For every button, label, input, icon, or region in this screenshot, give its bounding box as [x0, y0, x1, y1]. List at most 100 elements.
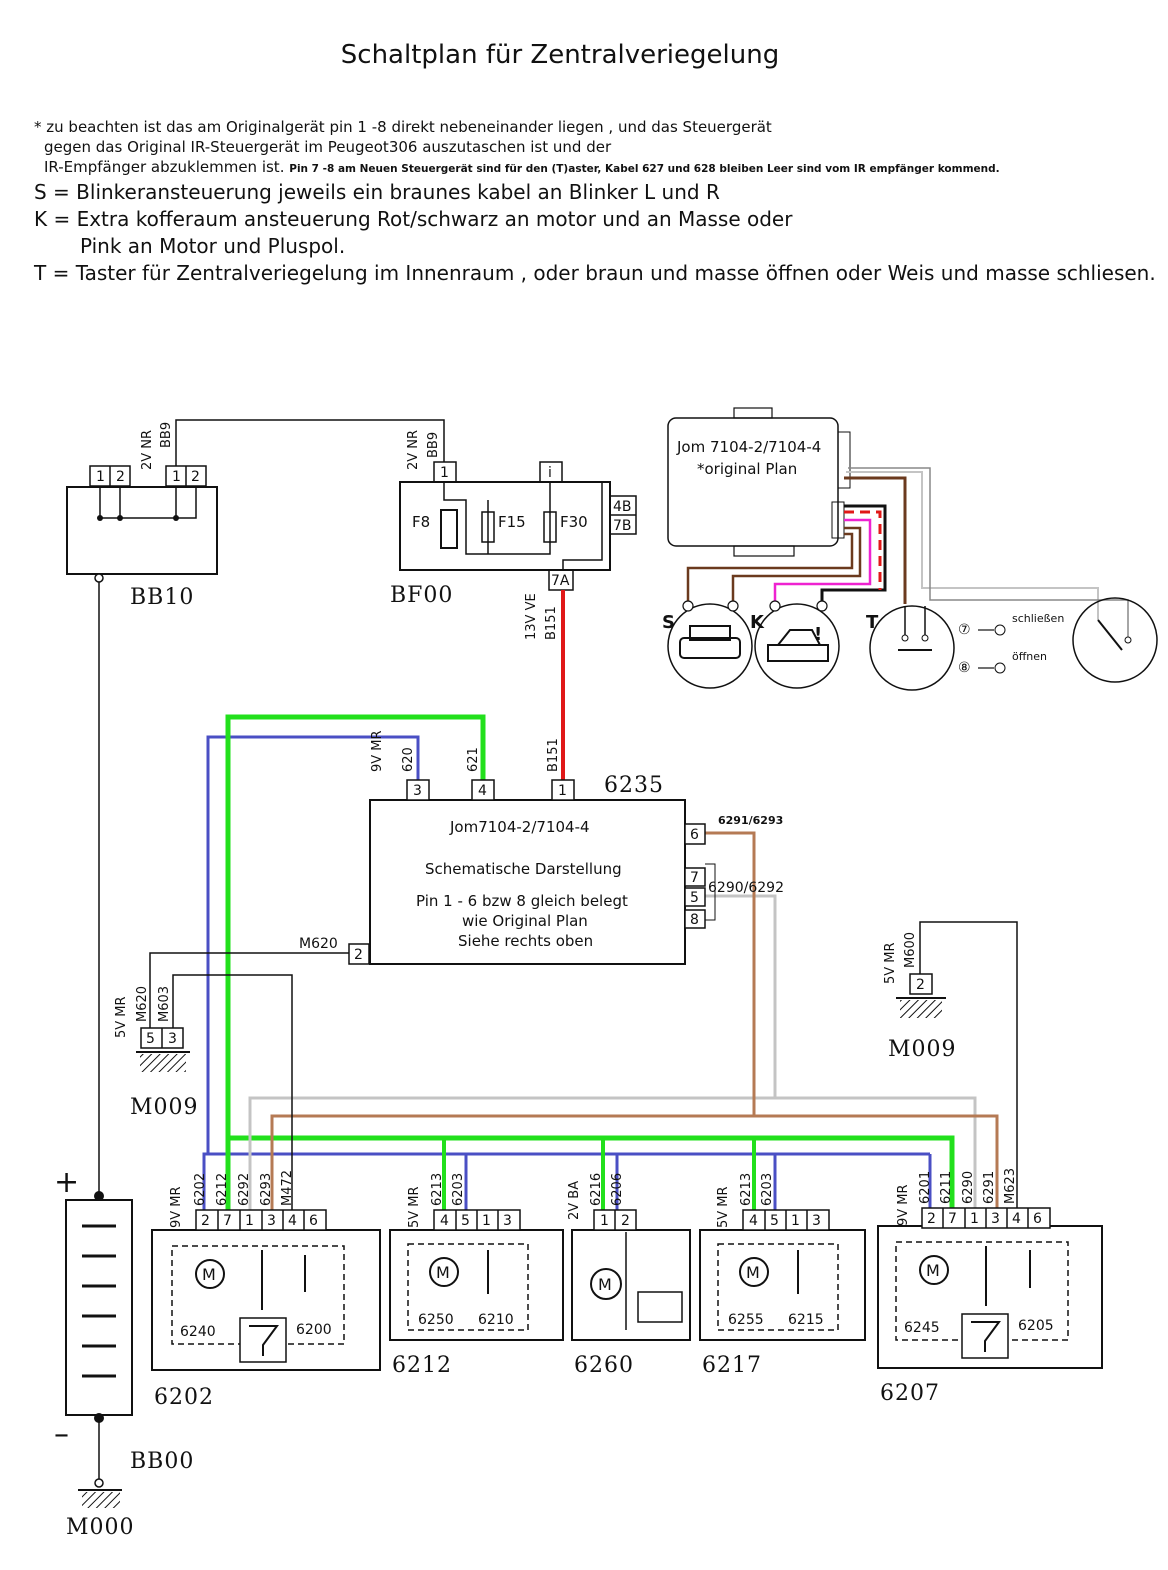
orig-label-k: K: [750, 612, 765, 633]
u6212-pin-5: 5: [461, 1213, 470, 1229]
u6260-wire-6206: 6206: [610, 1173, 625, 1206]
u6260-pin-2: 2: [621, 1213, 630, 1229]
ecu-pin-7: 7: [690, 870, 699, 886]
u6260-conn: 2V BA: [567, 1181, 582, 1220]
u6202-label-b: 6200: [296, 1322, 332, 1338]
orig-label-t: T: [866, 612, 879, 633]
u6202-wire-6292: 6292: [237, 1173, 252, 1206]
u6217-pin-3: 3: [812, 1213, 821, 1229]
ecu-pin-2: 2: [354, 947, 363, 963]
ecu-wire-9vmr: 9V MR: [370, 730, 385, 772]
u6212-wire-6203: 6203: [451, 1173, 466, 1206]
note-line-3-small: Pin 7 -8 am Neuen Steuergerät sind für d…: [289, 163, 1000, 175]
u6202-wire-m472: M472: [280, 1170, 295, 1206]
ecu-wire-b151: B151: [546, 738, 561, 772]
m009l-wire-m603: M603: [157, 986, 172, 1022]
bb10-pin-2b: 2: [191, 469, 200, 485]
u6217-motor: M: [746, 1263, 760, 1282]
u6207-wire-6211: 6211: [939, 1171, 954, 1204]
bf00-pin-7a: 7A: [551, 573, 570, 589]
ecu-number: 6235: [604, 773, 664, 798]
ecu-line-4: wie Original Plan: [462, 912, 588, 930]
note-line-3: IR-Empfänger abzuklemmen ist. Pin 7 -8 a…: [44, 158, 1000, 176]
u6217-name: 6217: [702, 1353, 762, 1378]
ecu-wire-m620: M620: [299, 936, 338, 952]
u6207-pin-3: 3: [991, 1211, 1000, 1227]
u6212-pin-3: 3: [503, 1213, 512, 1229]
battery-bb00: + – BB00 M000: [54, 1165, 194, 1540]
u6202-label-a: 6240: [180, 1324, 216, 1340]
legend-s: S = Blinkeransteuerung jeweils ein braun…: [34, 180, 720, 204]
u6202-pin-7: 7: [223, 1213, 232, 1229]
battery-label: BB00: [130, 1449, 194, 1474]
u6212-label-b: 6210: [478, 1312, 514, 1328]
u6202-wire-6202: 6202: [193, 1173, 208, 1206]
open-pin: ⑧: [958, 660, 971, 676]
u6217-label-b: 6215: [788, 1312, 824, 1328]
unit-6212: 4 5 1 3 5V MR 6213 6203 M 6250 6210 6212: [389, 1173, 564, 1378]
u6207-label-b: 6205: [1018, 1318, 1054, 1334]
unit-6207: 2 7 1 3 4 6 9V MR 6201 6211 6290 6291 M6…: [877, 1168, 1103, 1406]
orig-plan-subtitle: *original Plan: [697, 460, 797, 478]
bf00-pin-7b: 7B: [613, 518, 632, 534]
m009l-wire-m620: M620: [135, 986, 150, 1022]
ecu-wire-6290: 6290/6292: [708, 880, 784, 896]
u6207-conn: 9V MR: [896, 1184, 911, 1226]
m009r-wire-5vmr: 5V MR: [883, 942, 898, 984]
m009l-pin-3: 3: [168, 1031, 177, 1047]
bf00-pin-i: i: [548, 465, 552, 481]
u6217-wire-6213: 6213: [739, 1173, 754, 1206]
unit-6217: 4 5 1 3 5V MR 6213 6203 M 6255 6215 6217: [699, 1173, 866, 1378]
m009r-pin-2: 2: [916, 977, 925, 993]
u6202-pin-6: 6: [309, 1213, 318, 1229]
u6202-motor: M: [202, 1265, 216, 1284]
m009r-label: M009: [888, 1037, 957, 1062]
u6207-pin-1: 1: [970, 1211, 979, 1227]
ecu-line-2: Schematische Darstellung: [425, 860, 622, 878]
svg-text:!: !: [814, 624, 822, 645]
close-pin: ⑦: [958, 622, 971, 638]
bb10-pin-1a: 1: [96, 469, 105, 485]
u6207-wire-6291: 6291: [982, 1171, 997, 1204]
bf00-pin-4b: 4B: [613, 499, 632, 515]
bf00-label: BF00: [390, 583, 453, 608]
u6207-pin-7: 7: [948, 1211, 957, 1227]
legend-k2: Pink an Motor und Pluspol.: [80, 234, 346, 258]
bb10-pin-2a: 2: [116, 469, 125, 485]
u6202-conn: 9V MR: [169, 1186, 184, 1228]
bf00-wire-b151: B151: [544, 606, 559, 640]
ecu-pin-8: 8: [690, 912, 699, 928]
u6202-name: 6202: [154, 1385, 214, 1410]
ecu-pin-3: 3: [413, 783, 422, 799]
battery-plus: +: [54, 1165, 79, 1200]
orig-plan-title: Jom 7104-2/7104-4: [676, 438, 821, 456]
bf00-pin-1: 1: [440, 465, 449, 481]
note-line-3-main: IR-Empfänger abzuklemmen ist.: [44, 158, 285, 176]
u6202-wire-6212: 6212: [215, 1173, 230, 1206]
fuse-f15: F15: [498, 513, 526, 531]
u6217-pin-4: 4: [749, 1213, 758, 1229]
u6217-conn: 5V MR: [716, 1186, 731, 1228]
u6207-pin-2: 2: [927, 1211, 936, 1227]
legend-t: T = Taster für Zentralveriegelung im Inn…: [34, 261, 1156, 285]
original-plan: Jom 7104-2/7104-4 *original Plan S K !: [662, 407, 1158, 691]
ground-m000: M000: [66, 1515, 135, 1540]
ecu-wire-6291: 6291/6293: [718, 814, 783, 827]
ecu-6235: 3 4 1 9V MR 620 621 B151 6235 Jom7104-2/…: [299, 730, 784, 965]
bf00-fusebox: 1 i 2V NR BB9 F8 F15 F30 4B 7B 7A 13V VE…: [390, 430, 637, 640]
bf00-wire-bb9: BB9: [426, 432, 441, 458]
u6260-wire-6216: 6216: [589, 1173, 604, 1206]
bb10-wire-bb9: BB9: [159, 422, 174, 448]
fuse-f8: F8: [412, 513, 430, 531]
close-label: schließen: [1012, 612, 1064, 625]
page-title: Schaltplan für Zentralveriegelung: [340, 40, 780, 70]
note-line-1: * zu beachten ist das am Originalgerät p…: [34, 118, 772, 136]
u6212-name: 6212: [392, 1353, 452, 1378]
u6207-motor: M: [926, 1261, 940, 1280]
u6217-pin-1: 1: [791, 1213, 800, 1229]
bb10-wire-2vnr: 2V NR: [140, 430, 155, 470]
ecu-wire-621: 621: [466, 747, 481, 772]
m009-right-ground: 2 5V MR M600 M009: [883, 932, 957, 1062]
ecu-line-1: Jom7104-2/7104-4: [449, 818, 590, 836]
